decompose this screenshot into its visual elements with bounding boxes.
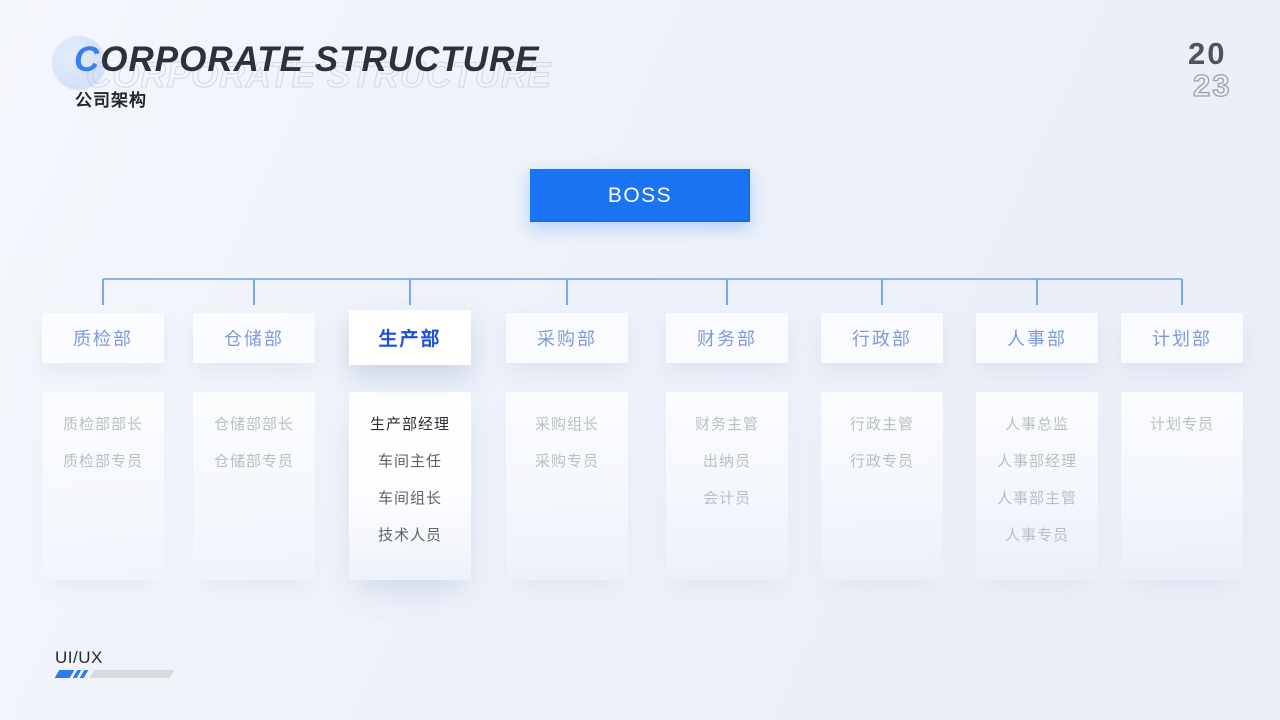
title-ghost-echo: CORPORATE STRUCTURE <box>86 56 552 96</box>
org-column-5: 财务部财务主管出纳员会计员 <box>666 310 788 580</box>
dept-node-5: 财务部 <box>666 313 788 363</box>
dept-node-8: 计划部 <box>1121 313 1243 363</box>
role-item: 仓储部部长 <box>213 416 294 433</box>
org-column-7: 人事部人事总监人事部经理人事部主管人事专员 <box>976 310 1098 580</box>
year-badge: 20 23 <box>1188 36 1232 103</box>
role-item: 仓储部专员 <box>213 453 294 470</box>
org-column-6: 行政部行政主管行政专员 <box>821 310 943 580</box>
connector-drop-line <box>881 279 883 305</box>
title-rest: ORPORATE STRUCTURE <box>100 40 540 79</box>
dept-node-7: 人事部 <box>976 313 1098 363</box>
page-title: CORPORATE STRUCTURE <box>74 40 540 80</box>
connector-drop-line <box>566 279 568 305</box>
dept-roles-card-4: 采购组长采购专员 <box>506 392 628 580</box>
dept-roles-card-6: 行政主管行政专员 <box>821 392 943 580</box>
connector-drop-line <box>102 279 104 305</box>
role-item: 人事专员 <box>1004 527 1069 544</box>
role-item: 生产部经理 <box>369 416 450 433</box>
footer-bar-slash-icon <box>79 670 89 678</box>
role-item: 人事总监 <box>1004 416 1069 433</box>
dept-node-4: 采购部 <box>506 313 628 363</box>
org-column-4: 采购部采购组长采购专员 <box>506 310 628 580</box>
connector-drop-line <box>409 279 411 305</box>
footer-decoration-bar <box>54 670 175 678</box>
footer-bar-blue-segment <box>54 670 75 678</box>
org-column-1: 质检部质检部部长质检部专员 <box>42 310 164 580</box>
dept-node-2: 仓储部 <box>193 313 315 363</box>
role-item: 行政主管 <box>849 416 914 433</box>
dept-roles-card-2: 仓储部部长仓储部专员 <box>193 392 315 580</box>
role-item: 会计员 <box>702 490 751 507</box>
dept-node-1: 质检部 <box>42 313 164 363</box>
role-item: 财务主管 <box>694 416 759 433</box>
dept-roles-card-8: 计划专员 <box>1121 392 1243 580</box>
connector-drop-line <box>253 279 255 305</box>
role-item: 采购组长 <box>534 416 599 433</box>
connector-drop-line <box>1181 279 1183 305</box>
title-first-letter: C <box>74 40 101 79</box>
role-item: 质检部专员 <box>62 453 143 470</box>
dept-roles-card-5: 财务主管出纳员会计员 <box>666 392 788 580</box>
org-column-8: 计划部计划专员 <box>1121 310 1243 580</box>
year-bottom: 23 <box>1192 68 1232 103</box>
dept-node-6: 行政部 <box>821 313 943 363</box>
page-subtitle: 公司架构 <box>75 91 147 110</box>
role-item: 出纳员 <box>702 453 751 470</box>
role-item: 人事部主管 <box>996 490 1077 507</box>
connector-drop-line <box>726 279 728 305</box>
connector-horizontal-line <box>103 278 1182 280</box>
title-accent-circle <box>52 36 106 90</box>
dept-roles-card-1: 质检部部长质检部专员 <box>42 392 164 580</box>
role-item: 技术人员 <box>377 527 442 544</box>
boss-node: BOSS <box>530 169 750 222</box>
role-item: 质检部部长 <box>62 416 143 433</box>
role-item: 采购专员 <box>534 453 599 470</box>
role-item: 车间组长 <box>377 490 442 507</box>
role-item: 车间主任 <box>377 453 442 470</box>
role-item: 行政专员 <box>849 453 914 470</box>
connector-drop-line <box>1036 279 1038 305</box>
dept-roles-card-7: 人事总监人事部经理人事部主管人事专员 <box>976 392 1098 580</box>
role-item: 计划专员 <box>1149 416 1214 433</box>
footer-bar-gray-segment <box>89 670 175 678</box>
dept-node-3: 生产部 <box>349 310 471 365</box>
org-column-2: 仓储部仓储部部长仓储部专员 <box>193 310 315 580</box>
role-item: 人事部经理 <box>996 453 1077 470</box>
year-top: 20 <box>1188 36 1227 71</box>
footer-label: UI/UX <box>55 648 103 667</box>
dept-roles-card-3: 生产部经理车间主任车间组长技术人员 <box>349 392 471 580</box>
org-column-3: 生产部生产部经理车间主任车间组长技术人员 <box>349 310 471 580</box>
